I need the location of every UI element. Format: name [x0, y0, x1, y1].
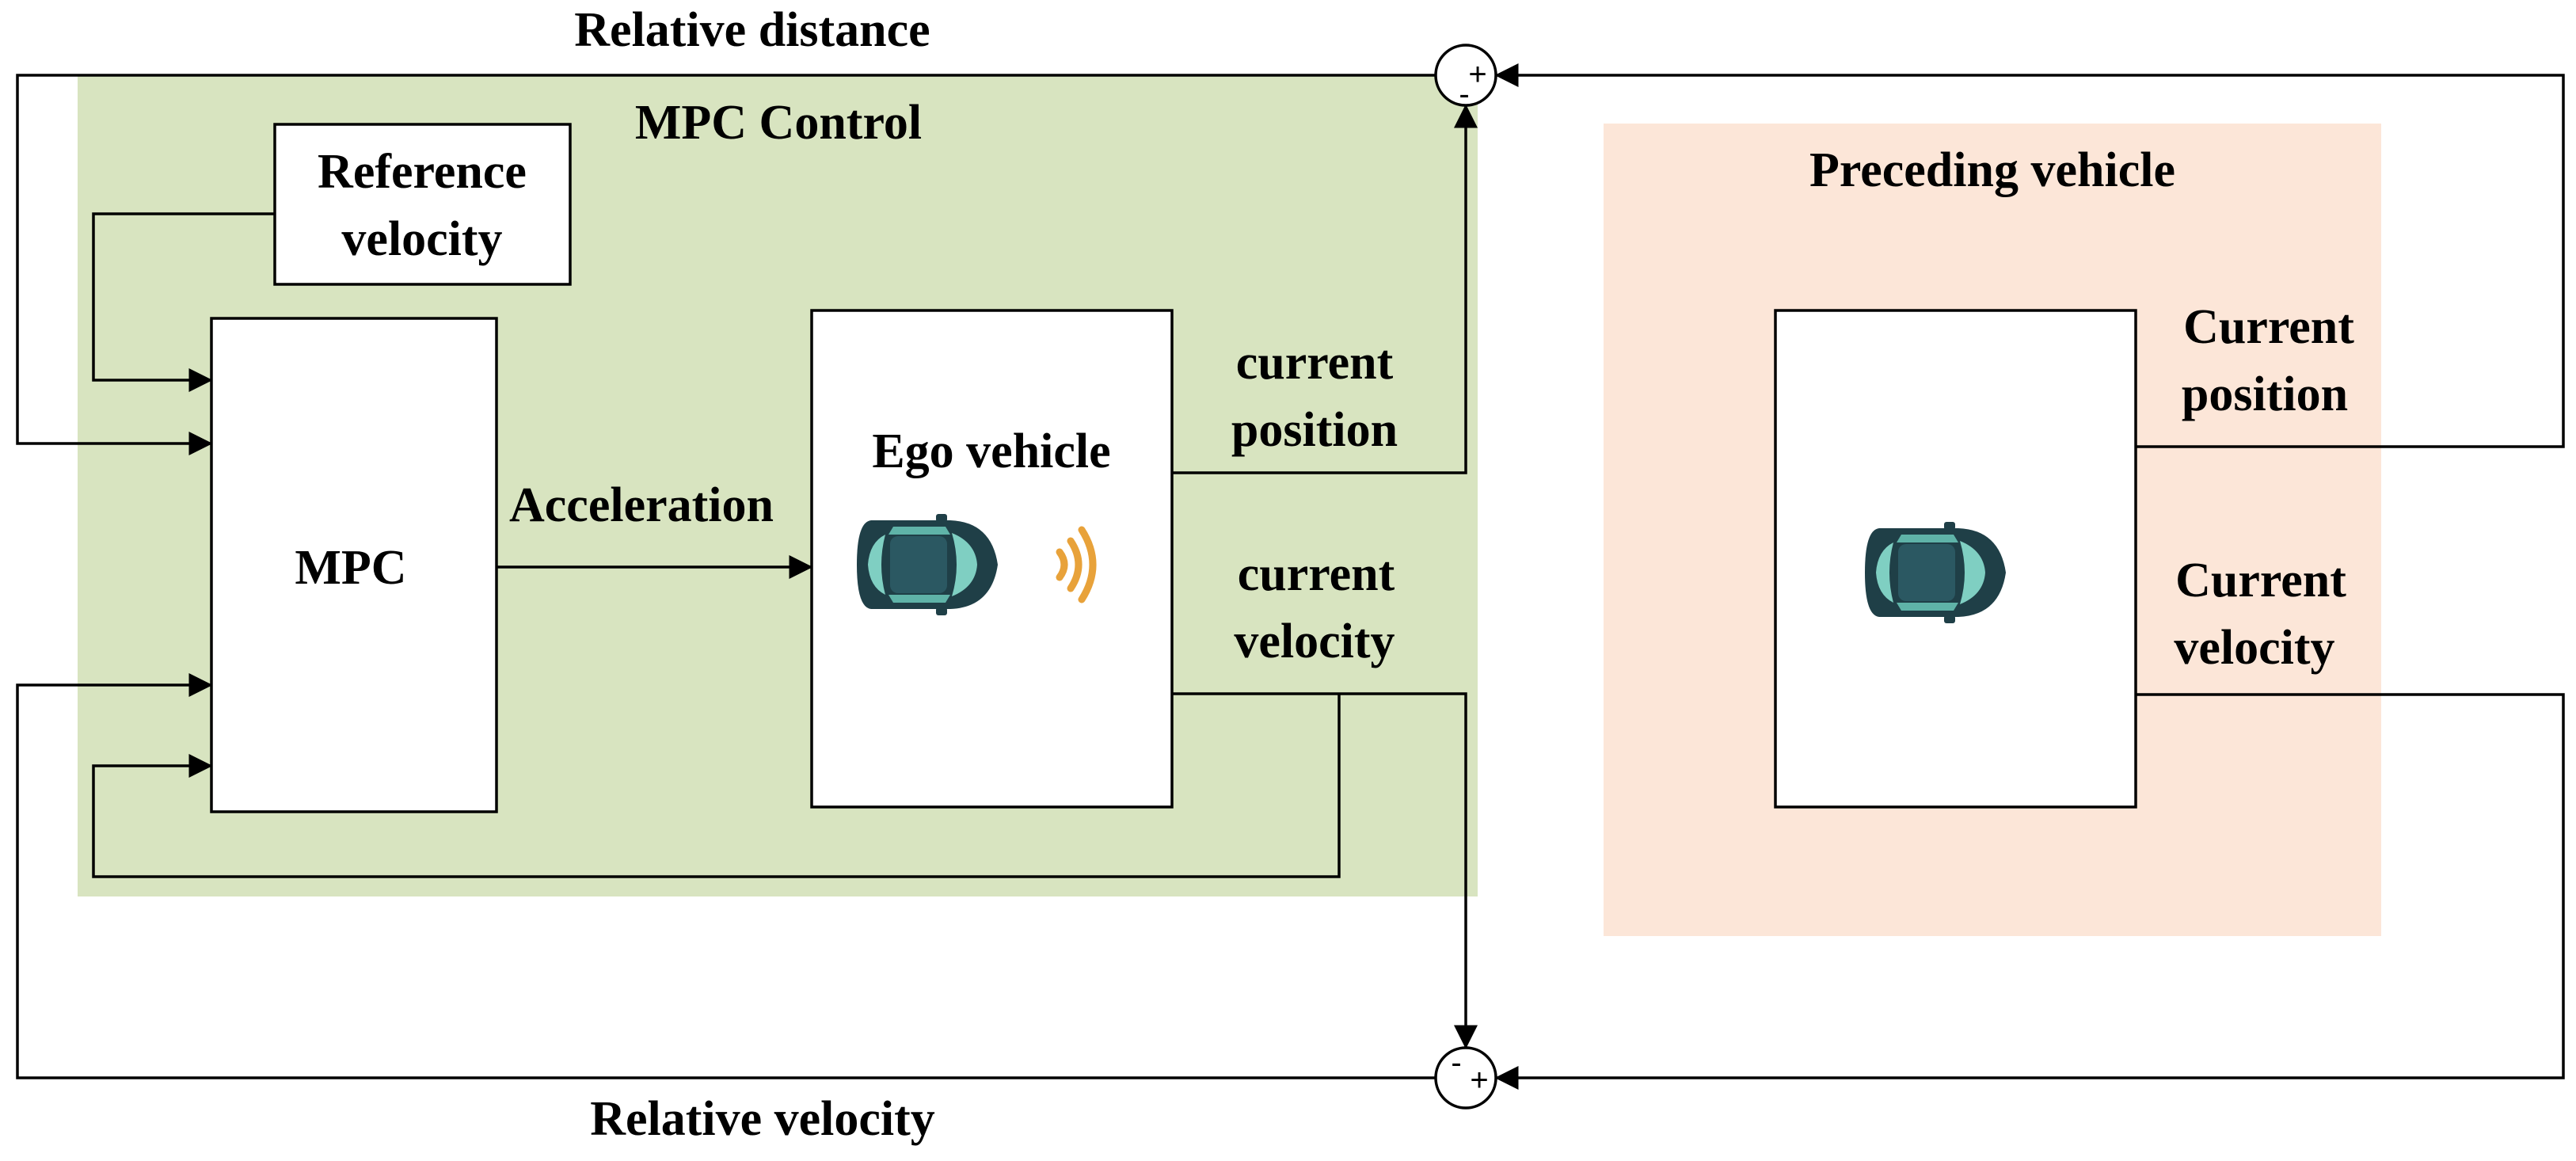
- mpc-control-title: MPC Control: [635, 96, 922, 150]
- reference-velocity-label-line1: Reference: [318, 145, 527, 199]
- mpc-block-label: MPC: [295, 541, 406, 595]
- reference-velocity-wire: [92, 212, 275, 392]
- preceding-velocity-wire: [1494, 693, 2565, 1090]
- relative-velocity-wire: [16, 673, 1436, 1079]
- preceding-velocity-label-line2: velocity: [2174, 621, 2334, 675]
- ego-vehicle-label: Ego vehicle: [872, 424, 1110, 478]
- reference-velocity-block: [273, 123, 572, 286]
- ego-velocity-wire: [1172, 692, 1478, 1049]
- ego-position-label-line1: current: [1236, 336, 1394, 390]
- top-junction-plus: +: [1468, 57, 1486, 92]
- acceleration-label: Acceleration: [509, 478, 774, 532]
- ego-position-label-line2: position: [1231, 403, 1398, 457]
- ego-velocity-label-line2: velocity: [1234, 615, 1395, 668]
- preceding-position-label-line2: position: [2182, 367, 2348, 421]
- bottom-junction-minus: -: [1451, 1045, 1461, 1080]
- preceding-position-label-line1: Current: [2183, 300, 2354, 354]
- relative-distance-wire: [16, 74, 1436, 455]
- preceding-position-wire: [1494, 63, 2565, 448]
- mpc-block: [210, 317, 498, 813]
- relative-distance-label: Relative distance: [574, 3, 930, 57]
- sensor-waves-icon: [1056, 526, 1097, 603]
- reference-velocity-label-line2: velocity: [341, 212, 502, 266]
- car-icon: [1865, 522, 2006, 623]
- car-icon: [857, 514, 998, 615]
- velocity-feedback-wire: [92, 694, 1341, 878]
- relative-velocity-label: Relative velocity: [590, 1092, 935, 1146]
- preceding-vehicle-title: Preceding vehicle: [1809, 143, 2175, 197]
- ego-position-wire: [1172, 104, 1478, 474]
- top-junction-minus: -: [1459, 77, 1469, 112]
- ego-velocity-label-line1: current: [1238, 547, 1395, 601]
- preceding-velocity-label-line1: Current: [2175, 554, 2346, 607]
- bottom-junction-plus: +: [1470, 1063, 1488, 1098]
